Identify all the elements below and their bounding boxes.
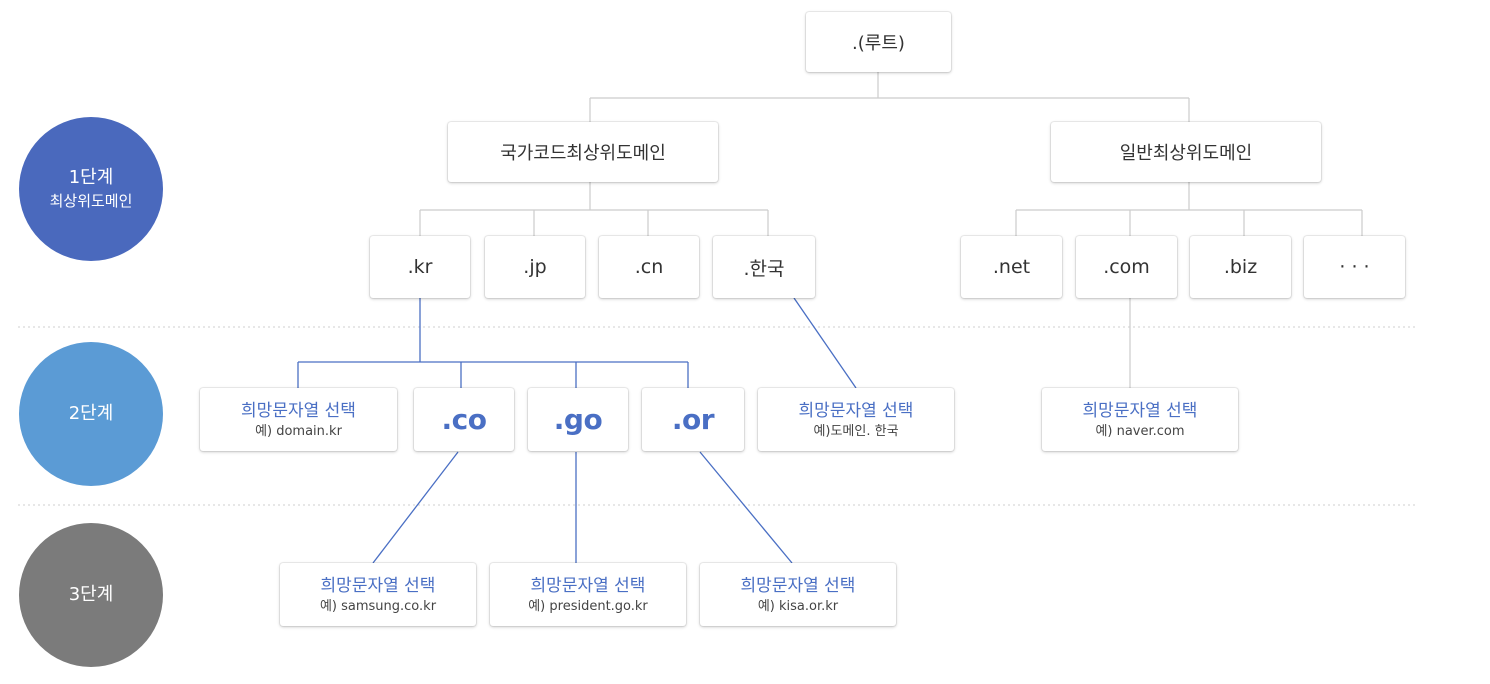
root-node: .(루트) xyxy=(806,12,951,72)
generic-tld-group: 일반최상위도메인 xyxy=(1051,122,1321,182)
level-1-title: 1단계 xyxy=(68,167,114,188)
ellipsis-label: · · · xyxy=(1339,256,1370,278)
example-label: 예) kisa.or.kr xyxy=(757,598,839,614)
select-label: 희망문자열 선택 xyxy=(320,575,436,596)
hanguk-custom-node: 희망문자열 선택 예)도메인. 한국 xyxy=(758,388,954,451)
co-node: .co xyxy=(414,388,514,451)
level-2-title: 2단계 xyxy=(68,403,114,424)
example-label: 예) domain.kr xyxy=(255,423,342,439)
tld-label: .biz xyxy=(1223,256,1258,278)
select-label: 희망문자열 선택 xyxy=(530,575,646,596)
level-1-subtitle: 최상위도메인 xyxy=(49,192,133,210)
tld-cn: .cn xyxy=(599,236,699,298)
level-1-circle: 1단계 최상위도메인 xyxy=(19,117,163,261)
country-code-tld-group: 국가코드최상위도메인 xyxy=(448,122,718,182)
root-label: .(루트) xyxy=(852,33,905,54)
example-label: 예) president.go.kr xyxy=(528,598,648,614)
go-node: .go xyxy=(528,388,628,451)
tld-kr: .kr xyxy=(370,236,470,298)
tld-label: .jp xyxy=(523,256,547,278)
tld-label: .kr xyxy=(407,256,433,278)
tld-com: .com xyxy=(1076,236,1177,298)
com-custom-node: 희망문자열 선택 예) naver.com xyxy=(1042,388,1238,451)
co-kr-custom-node: 희망문자열 선택 예) samsung.co.kr xyxy=(280,563,476,626)
select-label: 희망문자열 선택 xyxy=(1082,400,1198,421)
example-label: 예)도메인. 한국 xyxy=(813,423,899,439)
or-node: .or xyxy=(642,388,744,451)
select-label: 희망문자열 선택 xyxy=(798,400,914,421)
example-label: 예) samsung.co.kr xyxy=(319,598,437,614)
go-kr-custom-node: 희망문자열 선택 예) president.go.kr xyxy=(490,563,686,626)
go-label: .go xyxy=(553,403,603,436)
select-label: 희망문자열 선택 xyxy=(740,575,856,596)
country-code-tld-label: 국가코드최상위도메인 xyxy=(500,143,666,164)
tld-label: .net xyxy=(992,256,1031,278)
level-3-title: 3단계 xyxy=(68,584,114,605)
tld-label: .com xyxy=(1103,256,1150,278)
generic-tld-label: 일반최상위도메인 xyxy=(1119,143,1253,164)
or-label: .or xyxy=(671,403,715,436)
tld-hanguk: .한국 xyxy=(713,236,815,298)
tld-label: .cn xyxy=(634,256,664,278)
tld-biz: .biz xyxy=(1190,236,1291,298)
level-2-circle: 2단계 xyxy=(19,342,163,486)
tld-more: · · · xyxy=(1304,236,1405,298)
or-kr-custom-node: 희망문자열 선택 예) kisa.or.kr xyxy=(700,563,896,626)
co-label: .co xyxy=(441,403,487,436)
tld-jp: .jp xyxy=(485,236,585,298)
tld-net: .net xyxy=(961,236,1062,298)
example-label: 예) naver.com xyxy=(1095,423,1185,439)
level-3-circle: 3단계 xyxy=(19,523,163,667)
kr-custom-node: 희망문자열 선택 예) domain.kr xyxy=(200,388,397,451)
tld-label: .한국 xyxy=(743,257,785,280)
select-label: 희망문자열 선택 xyxy=(241,400,356,421)
